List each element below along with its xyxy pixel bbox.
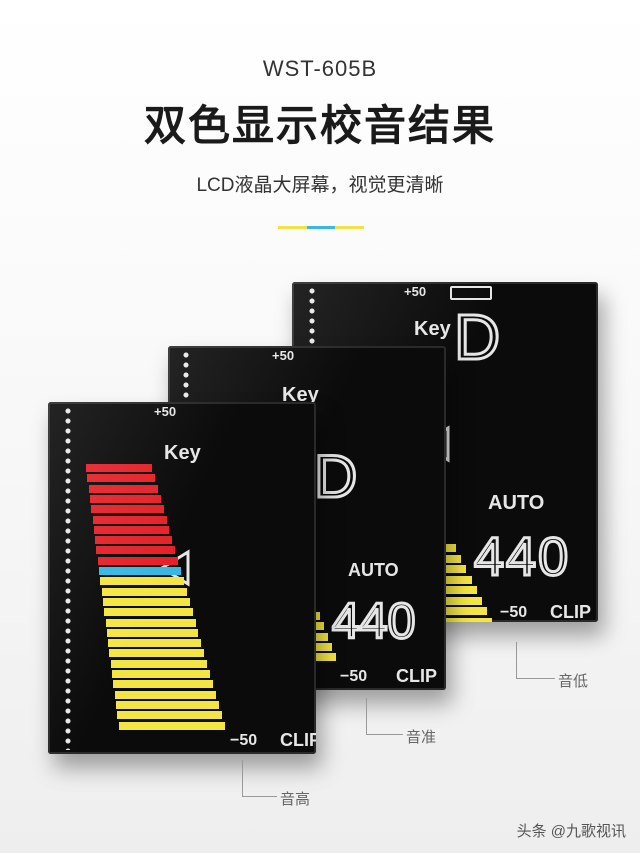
scale-top-label: +50 — [404, 284, 427, 299]
meter-bar — [92, 515, 167, 524]
headline: 双色显示校音结果 — [143, 102, 496, 149]
meter-bar — [91, 505, 164, 514]
battery-icon — [450, 286, 492, 300]
auto-label: AUTO — [348, 560, 399, 580]
meter-bar — [101, 587, 187, 596]
dot-scale — [62, 406, 74, 750]
clip-label: CLIP — [550, 602, 592, 622]
meter-bar — [93, 525, 170, 534]
meter-bar — [87, 474, 155, 483]
accent-blue-mid — [306, 226, 336, 229]
meter-bar — [97, 556, 179, 565]
note-display: D — [452, 300, 501, 375]
meter-bar — [100, 577, 184, 586]
meter-bar — [86, 464, 152, 472]
scale-top-label: +50 — [272, 348, 295, 363]
meter-bar — [99, 567, 181, 575]
clip-label: CLIP — [396, 666, 438, 686]
meter-bar — [96, 546, 176, 555]
key-label: Key — [282, 384, 319, 406]
meter-bar — [118, 721, 225, 730]
note-display: D — [312, 442, 358, 512]
accent-yellow-left — [278, 226, 307, 229]
meter-bar — [110, 659, 208, 668]
meter-bar — [109, 649, 205, 658]
callout-label-low: 音低 — [558, 673, 589, 690]
callout-line-high — [242, 760, 277, 797]
meter-bar — [95, 536, 173, 545]
callout-line-low — [516, 642, 555, 679]
meter-bar — [114, 690, 216, 699]
watermark: 头条 @九歌视讯 — [516, 823, 626, 840]
key-label: Key — [414, 318, 451, 340]
meter-bar — [115, 700, 219, 709]
meter-bar — [112, 670, 210, 678]
meter-bar — [102, 597, 190, 606]
auto-label: AUTO — [488, 492, 545, 514]
key-label: Key — [164, 442, 201, 464]
subheadline: LCD液晶大屏幕，视觉更清晰 — [196, 175, 444, 196]
meter-bar — [108, 639, 202, 648]
callout-line-standard — [366, 698, 403, 735]
meter-bar — [117, 711, 222, 720]
meter-bar — [89, 494, 161, 503]
scale-bottom-label: −50 — [340, 668, 368, 685]
clip-label: CLIP — [280, 730, 316, 750]
accent-yellow-right — [335, 226, 365, 229]
model-name: WST-605B — [262, 56, 378, 81]
meter-bar — [113, 680, 213, 689]
lcd-screen-high: +50 Key −50 CLIP — [48, 402, 316, 754]
scale-bottom-label: −50 — [500, 604, 528, 621]
meter-bar — [105, 618, 196, 627]
callout-label-standard: 音准 — [406, 729, 437, 746]
meter-bar — [104, 608, 193, 617]
callout-label-high: 音高 — [280, 791, 311, 808]
scale-bottom-label: −50 — [230, 732, 258, 749]
accent-divider — [278, 226, 365, 229]
frequency-display: 440 — [330, 592, 416, 651]
meter-bar — [88, 484, 158, 493]
frequency-display: 440 — [472, 526, 571, 589]
scale-top-label: +50 — [154, 404, 177, 419]
meter-bar — [106, 628, 199, 637]
